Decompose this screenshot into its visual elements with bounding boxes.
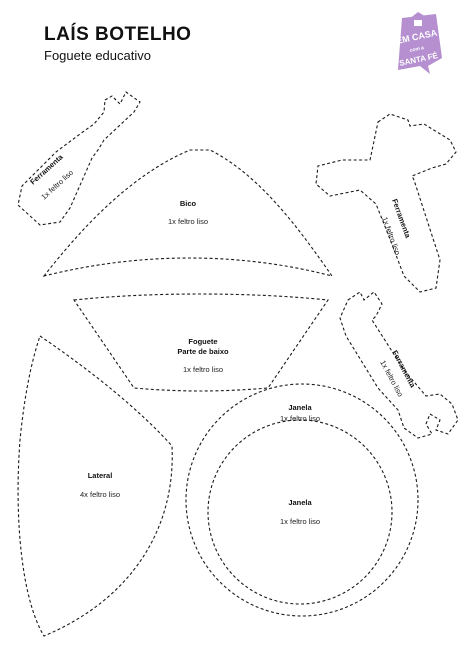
document-subtitle: Foguete educativo [44,48,151,63]
janela-outer-qty: 1x feltro liso [280,414,320,423]
logo-line-2: com a [409,45,425,54]
foguete-label-1: Foguete [188,337,217,346]
foguete-label-2: Parte de baixo [177,347,229,356]
lateral-qty: 4x feltro liso [80,490,120,499]
janela-inner-label: Janela [288,498,312,507]
piece-lateral: Lateral 4x feltro liso [17,335,173,637]
piece-foguete: Foguete Parte de baixo 1x feltro liso [73,293,329,392]
janela-outer-label: Janela [288,403,312,412]
piece-ferramenta-3: Ferramenta 1x feltro liso [339,291,459,439]
piece-janela-outer: Janela 1x feltro liso [185,383,419,617]
bico-label: Bico [180,199,197,208]
foguete-qty: 1x feltro liso [183,365,223,374]
piece-ferramenta-1: Ferramenta 1x feltro liso [17,91,141,226]
bico-qty: 1x feltro liso [168,217,208,226]
piece-ferramenta-2: Ferramenta 1x feltro liso [315,113,457,293]
em-casa-logo: EM CASA com a SANTA FÉ [395,12,442,74]
lateral-label: Lateral [88,471,113,480]
author-name: LAÍS BOTELHO [44,24,192,45]
janela-inner-qty: 1x feltro liso [280,517,320,526]
piece-bico: Bico 1x feltro liso [42,149,334,277]
piece-janela-inner: Janela 1x feltro liso [207,419,393,605]
